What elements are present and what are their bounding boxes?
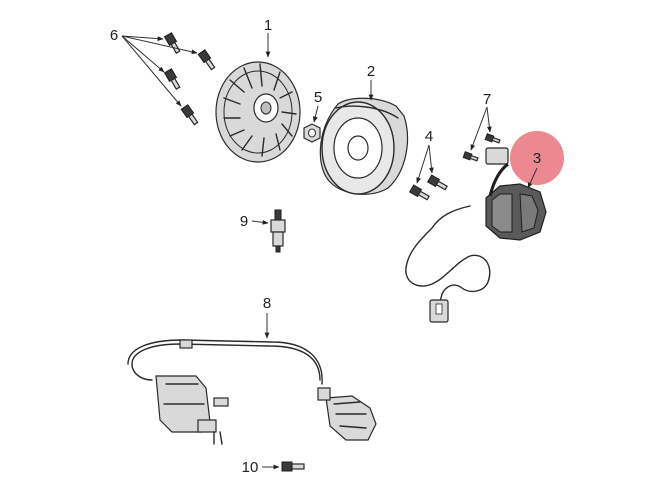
highlight-circle bbox=[510, 131, 564, 185]
callout-8: 8 bbox=[263, 295, 271, 312]
part-10-bolt[interactable] bbox=[281, 461, 305, 472]
callout-7-leaders bbox=[470, 106, 492, 151]
callout-1: 1 bbox=[264, 17, 272, 34]
part-8-ignition-coil[interactable] bbox=[127, 339, 377, 445]
callout-4: 4 bbox=[425, 128, 433, 145]
callout-3: 3 bbox=[533, 150, 541, 167]
callout-7: 7 bbox=[483, 91, 491, 108]
callout-5: 5 bbox=[314, 89, 322, 106]
callout-2: 2 bbox=[367, 63, 375, 80]
part-4-screws[interactable] bbox=[408, 174, 448, 201]
callout-5-leader bbox=[312, 105, 319, 123]
part-1-flywheel-fan[interactable] bbox=[215, 61, 301, 163]
callout-3-leader bbox=[527, 167, 538, 189]
part-5-nut[interactable] bbox=[303, 123, 321, 143]
part-3-stator[interactable] bbox=[405, 162, 547, 323]
callout-9-leader bbox=[251, 219, 269, 225]
part-7-screws[interactable] bbox=[462, 133, 509, 165]
part-9-spark-plug[interactable] bbox=[270, 209, 286, 253]
callout-6-leaders bbox=[121, 35, 198, 107]
callout-4-leaders bbox=[416, 144, 434, 184]
callout-10: 10 bbox=[242, 459, 259, 476]
part-6-bolts[interactable] bbox=[163, 32, 217, 126]
part-2-rotor[interactable] bbox=[319, 97, 409, 195]
callout-6: 6 bbox=[110, 27, 118, 44]
callout-9: 9 bbox=[240, 213, 248, 230]
